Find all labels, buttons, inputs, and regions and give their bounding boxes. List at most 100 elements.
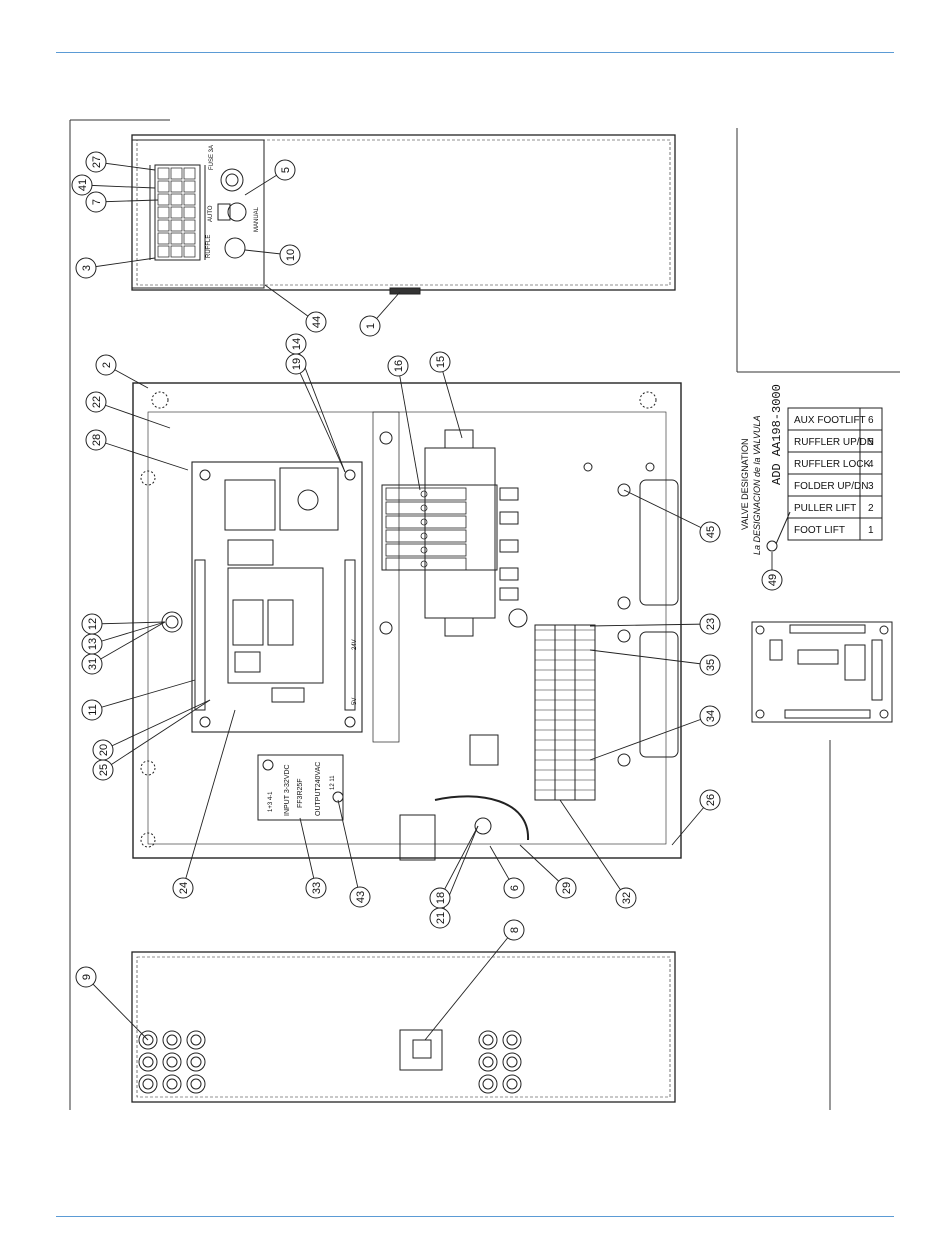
callout-number: 10 bbox=[285, 249, 297, 261]
grommet-inner bbox=[142, 1078, 154, 1090]
main-enclosure bbox=[132, 382, 682, 861]
callout-number: 13 bbox=[87, 638, 99, 650]
terminal-cells bbox=[157, 167, 196, 258]
callout-number: 19 bbox=[291, 358, 303, 370]
grommet-inner bbox=[190, 1056, 202, 1068]
terminal-cell bbox=[157, 193, 170, 206]
callout-balloon bbox=[71, 174, 93, 196]
callout-balloon bbox=[349, 886, 371, 908]
valve-row-name: FOOT LIFT bbox=[794, 525, 845, 536]
callout-balloon bbox=[285, 353, 307, 375]
callout-balloon bbox=[761, 569, 783, 591]
callout-number: 44 bbox=[311, 316, 323, 328]
valve-row-number: 6 bbox=[868, 415, 874, 426]
grommet-hole bbox=[138, 1030, 158, 1050]
callout-number: 22 bbox=[91, 396, 103, 408]
callout-number: 34 bbox=[705, 710, 717, 722]
leader-line bbox=[397, 365, 421, 491]
callout-number: 32 bbox=[621, 892, 633, 904]
top-rule bbox=[56, 52, 894, 53]
leader-line bbox=[91, 679, 196, 711]
relay-line-2: INPUT 3-32VDC bbox=[284, 764, 291, 816]
leader-line bbox=[95, 401, 171, 429]
terminal-cell bbox=[183, 232, 196, 245]
grommet-inner bbox=[482, 1034, 494, 1046]
callout-number: 31 bbox=[87, 658, 99, 670]
grommet-hole bbox=[162, 1052, 182, 1072]
callout-number: 15 bbox=[435, 356, 447, 368]
callout-number: 21 bbox=[435, 912, 447, 924]
callout-balloon bbox=[75, 966, 97, 988]
callout-balloon bbox=[699, 654, 721, 676]
grommet-inner bbox=[166, 1056, 178, 1068]
grommet-hole bbox=[502, 1052, 522, 1072]
callout-number: 45 bbox=[705, 526, 717, 538]
leader-line bbox=[623, 489, 711, 533]
grommet-inner bbox=[190, 1078, 202, 1090]
solenoid-valve bbox=[385, 543, 467, 557]
callout-number: 7 bbox=[91, 199, 103, 205]
callout-number: 25 bbox=[98, 764, 110, 776]
grommet-hole bbox=[478, 1030, 498, 1050]
remote-board bbox=[751, 621, 893, 723]
callout-balloon bbox=[305, 311, 327, 333]
relay-line-4: OUTPUT240VAC bbox=[315, 762, 322, 816]
callout-number: 18 bbox=[435, 892, 447, 904]
grommet-hole bbox=[186, 1030, 206, 1050]
terminal-cell bbox=[183, 206, 196, 219]
leader-line bbox=[91, 621, 166, 625]
callout-balloon bbox=[75, 257, 97, 279]
leader-line bbox=[264, 284, 317, 323]
leader-line bbox=[589, 649, 711, 666]
valve-stack bbox=[385, 487, 467, 571]
leader-line bbox=[299, 817, 317, 889]
terminal-cell bbox=[183, 219, 196, 232]
leader-line bbox=[589, 715, 711, 761]
leader-lines bbox=[81, 161, 773, 1041]
valve-screw bbox=[420, 504, 428, 512]
grommet-holes bbox=[138, 1030, 522, 1094]
leader-line bbox=[295, 363, 346, 473]
leader-line bbox=[589, 623, 711, 627]
valve-row-number: 2 bbox=[868, 503, 874, 514]
grommet-hole bbox=[138, 1074, 158, 1094]
callout-number: 9 bbox=[81, 974, 93, 980]
callout-number: 2 bbox=[101, 362, 113, 368]
relay-line-5: 12 11 bbox=[330, 775, 336, 790]
valve-row-name: RUFFLER UP/DN bbox=[794, 437, 874, 448]
leader-line bbox=[559, 799, 627, 899]
terminal-cell bbox=[157, 219, 170, 232]
callout-number: 16 bbox=[393, 360, 405, 372]
callout-balloon bbox=[81, 699, 103, 721]
solenoid-valve bbox=[385, 529, 467, 543]
leader-line bbox=[81, 184, 156, 189]
valve-screw bbox=[420, 546, 428, 554]
terminal-cell bbox=[157, 245, 170, 258]
solenoid-valve bbox=[385, 515, 467, 529]
grommet-inner bbox=[190, 1034, 202, 1046]
callout-balloon bbox=[699, 789, 721, 811]
callout-number: 14 bbox=[291, 338, 303, 350]
callout-number: 35 bbox=[705, 659, 717, 671]
callout-balloon bbox=[359, 315, 381, 337]
pcb-5v-label: 5V bbox=[352, 698, 358, 705]
terminal-cell bbox=[170, 193, 183, 206]
leader-line bbox=[439, 361, 463, 439]
relay-text: 1+3 4-1 INPUT 3-32VDC FF3R25F OUTPUT240V… bbox=[268, 762, 336, 816]
ruffle-label: RUFFLE bbox=[206, 235, 212, 258]
grommet-inner bbox=[506, 1034, 518, 1046]
solenoid-valve bbox=[385, 501, 467, 515]
callout-number: 49 bbox=[767, 574, 779, 586]
valve-row-name: RUFFLER LOCK bbox=[794, 459, 870, 470]
callout-number: 8 bbox=[509, 927, 521, 933]
grommet-hole bbox=[138, 1052, 158, 1072]
solenoid-valve bbox=[385, 487, 467, 501]
bottom-cover-panel bbox=[131, 951, 676, 1103]
callout-balloon bbox=[85, 191, 107, 213]
callout-number: 23 bbox=[705, 618, 717, 630]
terminal-cell bbox=[157, 167, 170, 180]
leader-line bbox=[85, 976, 149, 1041]
pcb-24v-label: 24V bbox=[352, 639, 358, 650]
leader-line bbox=[102, 699, 211, 771]
